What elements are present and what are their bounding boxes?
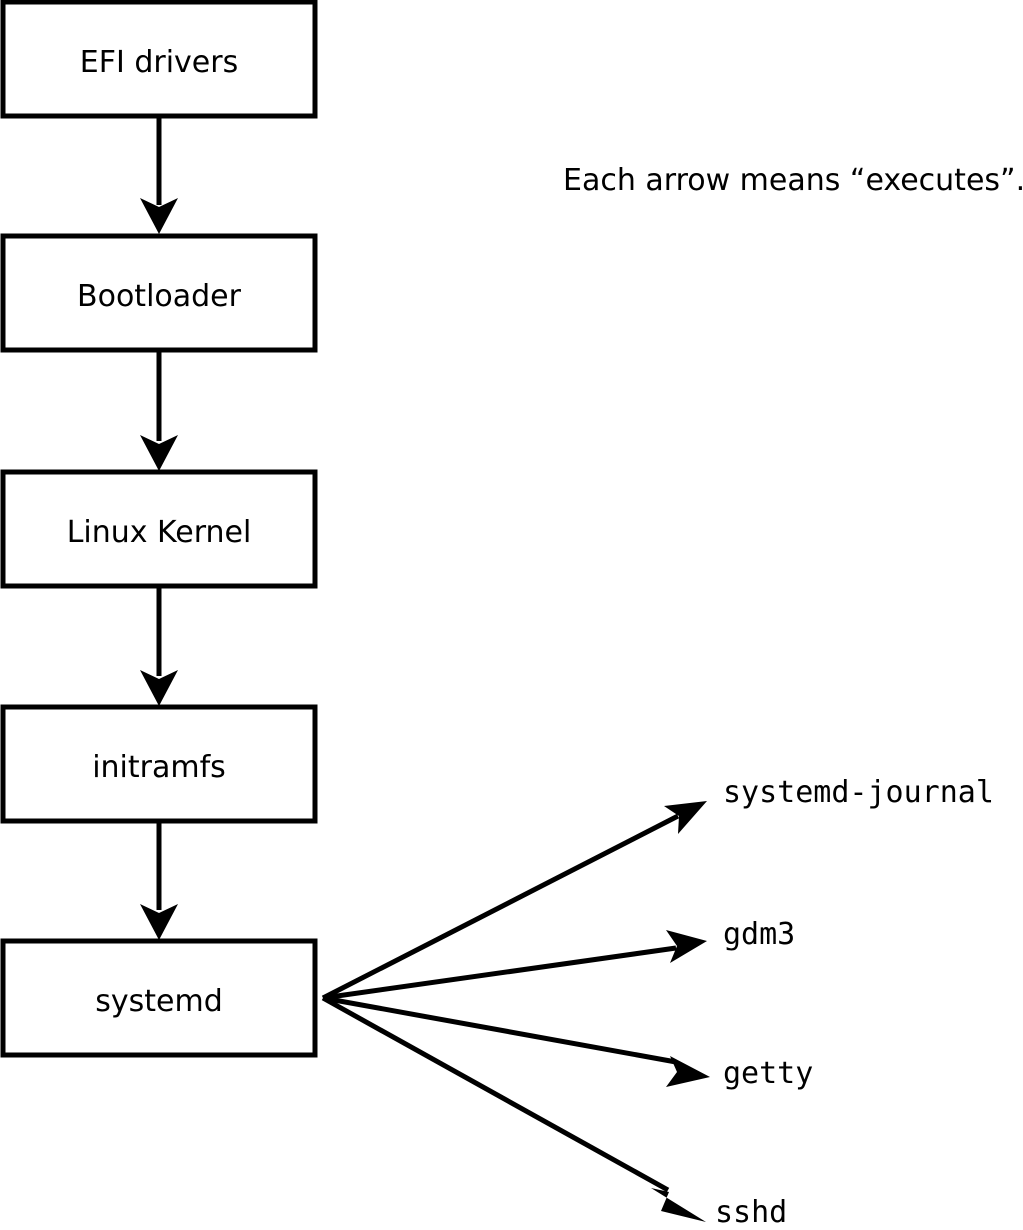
label-efi-drivers: EFI drivers (80, 45, 238, 80)
label-initramfs: initramfs (92, 750, 226, 785)
label-systemd-journal: systemd-journal (723, 775, 994, 810)
legend-caption: Each arrow means “executes”. (563, 163, 1023, 198)
label-getty: getty (723, 1056, 813, 1091)
arrow-linux-kernel-to-initramfs (140, 586, 178, 706)
arrow-systemd-to-systemd-journal (321, 801, 707, 1001)
node-linux-kernel[interactable]: Linux Kernel (0, 469, 318, 589)
label-sshd: sshd (715, 1195, 787, 1230)
arrowhead-sshd (651, 1188, 706, 1222)
label-systemd: systemd (95, 984, 223, 1019)
arrowhead-getty (666, 1056, 710, 1087)
node-systemd[interactable]: systemd (0, 938, 318, 1058)
arrow-systemd-to-sshd (321, 995, 706, 1222)
label-gdm3: gdm3 (723, 917, 795, 952)
arrowhead-initramfs (140, 670, 178, 706)
arrow-initramfs-to-systemd (140, 821, 178, 940)
box-initramfs[interactable] (0, 704, 318, 824)
arrow-systemd-to-getty (322, 995, 710, 1087)
label-bootloader: Bootloader (77, 279, 242, 314)
arrowhead-linux-kernel (140, 435, 178, 471)
node-bootloader[interactable]: Bootloader (0, 233, 318, 353)
arrowhead-systemd-journal (664, 801, 707, 834)
arrow-efi-drivers-to-bootloader (140, 116, 178, 234)
box-bootloader[interactable] (0, 233, 318, 353)
arrowhead-systemd (140, 904, 178, 940)
arrow-systemd-to-gdm3 (322, 930, 707, 1001)
label-linux-kernel: Linux Kernel (67, 515, 252, 550)
node-initramfs[interactable]: initramfs (0, 704, 318, 824)
box-systemd[interactable] (0, 938, 318, 1058)
arrowhead-gdm3 (666, 930, 707, 963)
node-efi-drivers[interactable]: EFI drivers (0, 0, 318, 119)
box-efi-drivers[interactable] (0, 0, 318, 119)
arrowhead-bootloader (140, 198, 178, 234)
arrow-bootloader-to-linux-kernel (140, 350, 178, 471)
